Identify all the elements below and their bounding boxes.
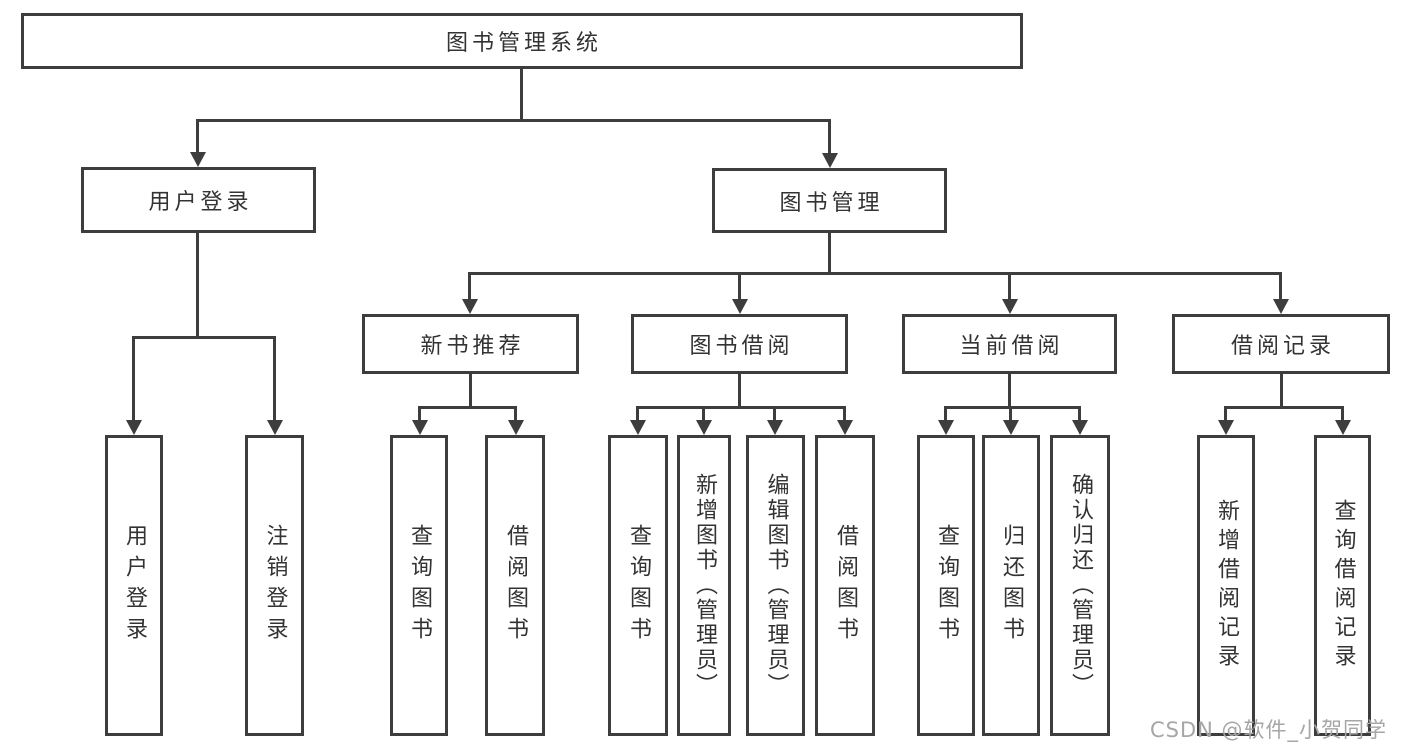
node-current-borrow-label: 当前借阅 bbox=[959, 334, 1064, 359]
node-user-login-label: 用户登录 bbox=[148, 190, 253, 215]
leaf-query-borrow-record: 查询借阅记录 bbox=[1314, 435, 1371, 736]
arrowhead-icon bbox=[1218, 420, 1234, 435]
leaf-add-borrow-record-label: 新增借阅记录 bbox=[1214, 498, 1239, 673]
arrowhead-icon bbox=[462, 299, 478, 314]
connector-drop-leaf bbox=[843, 406, 846, 420]
node-new-book-recommend-label: 新书推荐 bbox=[420, 334, 525, 359]
leaf-confirm-return-admin-label: 确认归还（管理员） bbox=[1068, 473, 1093, 698]
connector-drop-leaf bbox=[1009, 406, 1012, 420]
connector-new-book-stem bbox=[469, 374, 472, 406]
arrowhead-icon bbox=[696, 420, 712, 435]
connector-drop-level3 bbox=[738, 272, 741, 299]
arrowhead-icon bbox=[1335, 420, 1351, 435]
arrowhead-icon bbox=[837, 420, 853, 435]
leaf-user-login: 用户登录 bbox=[105, 435, 163, 736]
connector-borrow-records-stem bbox=[1280, 374, 1283, 406]
connector-drop-leaf bbox=[773, 406, 776, 420]
arrowhead-icon bbox=[1003, 420, 1019, 435]
connector-new-book-bar bbox=[419, 406, 515, 409]
leaf-confirm-return-admin: 确认归还（管理员） bbox=[1050, 435, 1110, 736]
leaf-borrow-book-label: 借阅图书 bbox=[833, 523, 858, 648]
leaf-query-book-current: 查询图书 bbox=[917, 435, 975, 736]
arrowhead-icon bbox=[732, 299, 748, 314]
node-book-borrow: 图书借阅 bbox=[631, 314, 848, 374]
leaf-borrow-book-recommend-label: 借阅图书 bbox=[503, 523, 528, 648]
arrowhead-icon bbox=[630, 420, 646, 435]
arrowhead-icon bbox=[412, 420, 428, 435]
connector-drop-level3 bbox=[1279, 272, 1282, 299]
connector-drop-leaf bbox=[944, 406, 947, 420]
arrowhead-icon bbox=[1072, 420, 1088, 435]
csdn-watermark: CSDN @软件_小贺同学 bbox=[1150, 718, 1388, 742]
connector-drop-leaf bbox=[702, 406, 705, 420]
node-book-borrow-label: 图书借阅 bbox=[689, 334, 794, 359]
connector-drop-level3 bbox=[1008, 272, 1011, 299]
connector-drop-user-login bbox=[196, 119, 199, 154]
connector-current-borrow-bar bbox=[946, 406, 1080, 409]
node-borrow-records: 借阅记录 bbox=[1172, 314, 1390, 374]
connector-user-login-bar bbox=[133, 336, 275, 339]
leaf-query-book-recommend: 查询图书 bbox=[390, 435, 448, 736]
leaf-query-book-borrow-label: 查询图书 bbox=[626, 523, 651, 648]
connector-drop-book-management bbox=[828, 119, 831, 154]
connector-book-borrow-stem bbox=[738, 374, 741, 406]
connector-current-borrow-stem bbox=[1008, 374, 1011, 406]
arrowhead-icon bbox=[1002, 299, 1018, 314]
node-root: 图书管理系统 bbox=[21, 13, 1023, 69]
connector-drop-leaf bbox=[1078, 406, 1081, 420]
leaf-return-book: 归还图书 bbox=[982, 435, 1040, 736]
leaf-add-borrow-record: 新增借阅记录 bbox=[1197, 435, 1255, 736]
connector-drop-leaf bbox=[1224, 406, 1227, 420]
connector-drop-leaf bbox=[273, 336, 276, 420]
leaf-borrow-book-recommend: 借阅图书 bbox=[485, 435, 545, 736]
node-current-borrow: 当前借阅 bbox=[902, 314, 1117, 374]
node-user-login: 用户登录 bbox=[81, 167, 316, 233]
connector-book-management-bar bbox=[470, 272, 1281, 275]
leaf-return-book-label: 归还图书 bbox=[999, 523, 1024, 648]
connector-user-login-stem bbox=[196, 233, 199, 336]
leaf-query-book-current-label: 查询图书 bbox=[934, 523, 959, 648]
arrowhead-icon bbox=[126, 420, 142, 435]
leaf-query-borrow-record-label: 查询借阅记录 bbox=[1330, 498, 1356, 673]
leaf-logout-label: 注销登录 bbox=[262, 523, 288, 648]
connector-drop-leaf bbox=[1341, 406, 1344, 420]
connector-root-stem bbox=[520, 69, 523, 119]
leaf-edit-book-admin-label: 编辑图书（管理员） bbox=[763, 473, 789, 698]
leaf-user-login-label: 用户登录 bbox=[122, 523, 147, 648]
arrowhead-icon bbox=[767, 420, 783, 435]
leaf-edit-book-admin: 编辑图书（管理员） bbox=[746, 435, 805, 736]
leaf-add-book-admin: 新增图书（管理员） bbox=[677, 435, 731, 736]
node-root-label: 图书管理系统 bbox=[445, 31, 602, 56]
leaf-logout: 注销登录 bbox=[245, 435, 304, 736]
leaf-borrow-book: 借阅图书 bbox=[815, 435, 875, 736]
arrowhead-icon bbox=[1273, 299, 1289, 314]
arrowhead-icon bbox=[938, 420, 954, 435]
connector-book-management-stem bbox=[828, 233, 831, 272]
leaf-query-book-recommend-label: 查询图书 bbox=[407, 523, 432, 648]
leaf-add-book-admin-label: 新增图书（管理员） bbox=[692, 473, 717, 698]
arrowhead-icon bbox=[508, 420, 524, 435]
arrowhead-icon bbox=[822, 153, 838, 168]
node-book-management: 图书管理 bbox=[712, 168, 947, 233]
node-borrow-records-label: 借阅记录 bbox=[1230, 334, 1335, 359]
connector-borrow-records-bar bbox=[1226, 406, 1343, 409]
node-new-book-recommend: 新书推荐 bbox=[362, 314, 579, 374]
connector-drop-leaf bbox=[132, 336, 135, 420]
connector-drop-leaf bbox=[418, 406, 421, 420]
arrowhead-icon bbox=[267, 420, 283, 435]
arrowhead-icon bbox=[190, 152, 206, 167]
connector-drop-level3 bbox=[468, 272, 471, 299]
connector-root-bar bbox=[197, 119, 830, 122]
connector-book-borrow-bar bbox=[638, 406, 845, 409]
node-book-management-label: 图书管理 bbox=[779, 190, 884, 216]
connector-drop-leaf bbox=[514, 406, 517, 420]
connector-drop-leaf bbox=[636, 406, 639, 420]
leaf-query-book-borrow: 查询图书 bbox=[608, 435, 668, 736]
